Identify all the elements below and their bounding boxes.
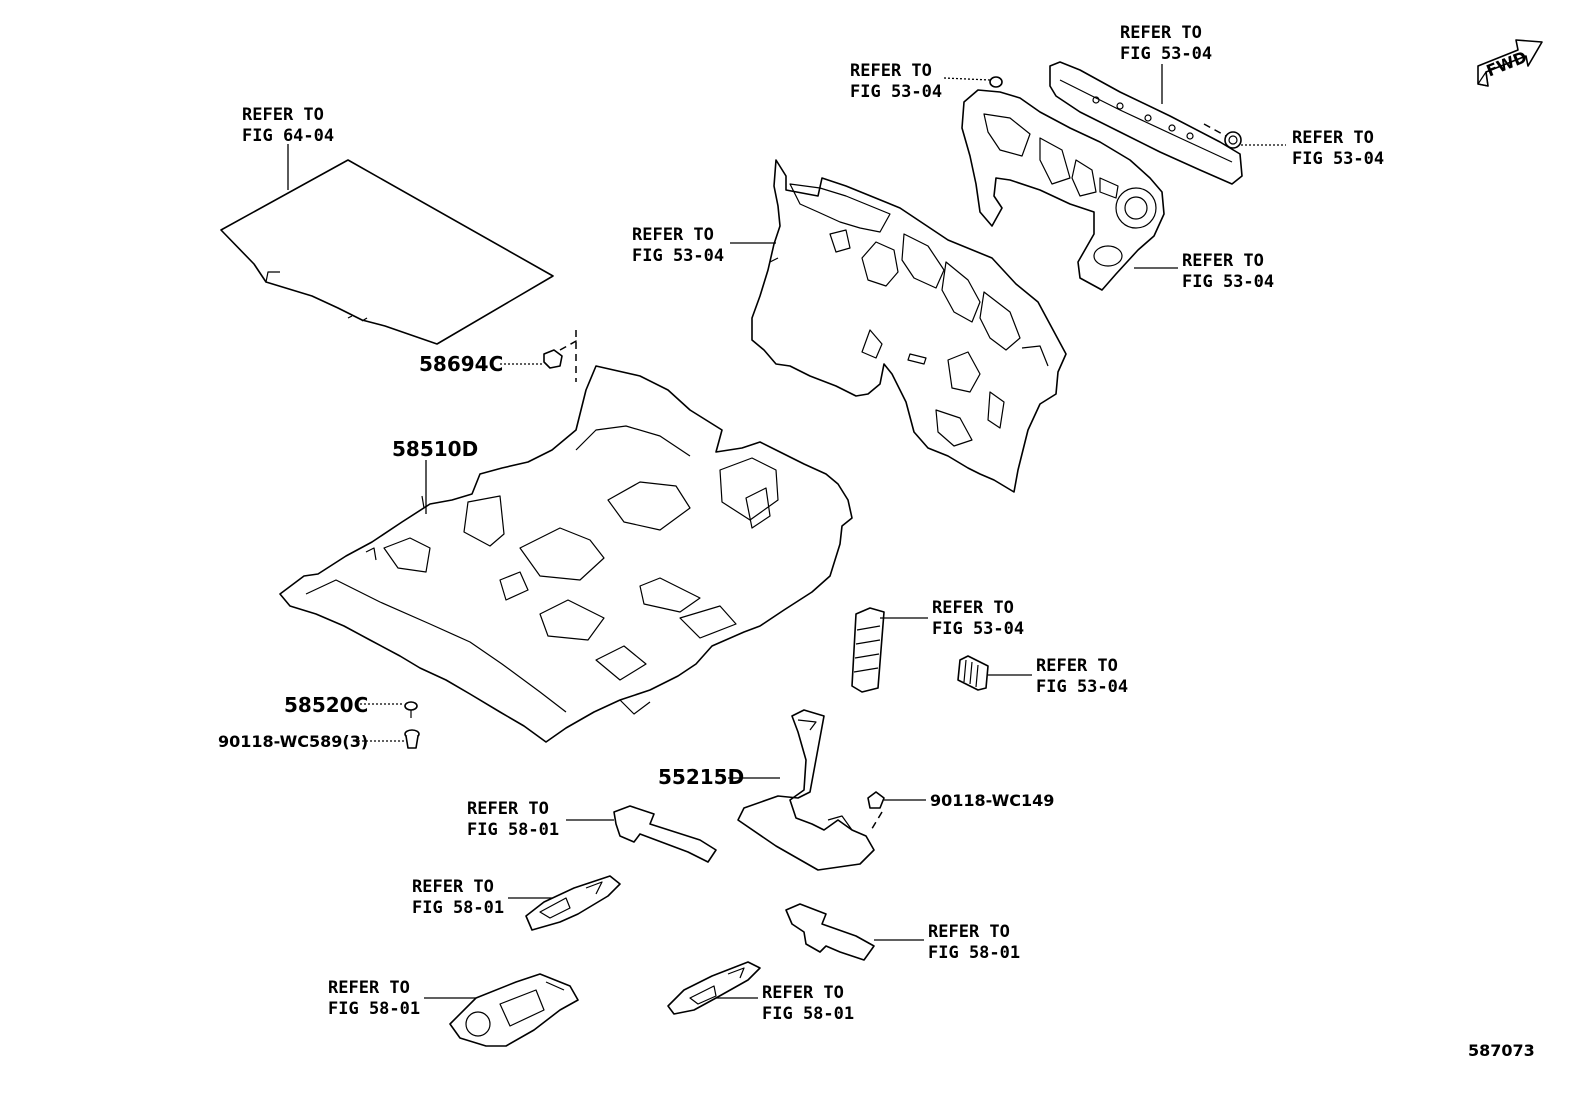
callout-fig-53-04-top-left: REFER TO FIG 53-04 <box>850 61 942 102</box>
svg-text:FIG 53-04: FIG 53-04 <box>1182 272 1274 292</box>
clip-90118-wc149-icon[interactable] <box>867 791 885 809</box>
tall-pad-part[interactable] <box>851 607 885 693</box>
fwd-label: FWD <box>1484 47 1530 80</box>
floor-pad-55215d-part[interactable] <box>737 709 875 871</box>
svg-text:FIG 58-01: FIG 58-01 <box>328 999 420 1019</box>
callout-fig-58-01-e: REFER TO FIG 58-01 <box>762 983 854 1024</box>
svg-text:REFER TO: REFER TO <box>850 61 932 81</box>
diagram-id: 587073 <box>1468 1041 1535 1060</box>
svg-text:FIG 58-01: FIG 58-01 <box>412 898 504 918</box>
floor-carpet-part[interactable] <box>279 365 853 743</box>
svg-text:FIG 53-04: FIG 53-04 <box>1292 149 1384 169</box>
callout-fig-53-04-top-right: REFER TO FIG 53-04 <box>1292 128 1384 169</box>
svg-text:REFER TO: REFER TO <box>928 922 1010 942</box>
insulator-piece-4-part[interactable] <box>449 973 579 1047</box>
clip-90118-wc589-icon[interactable] <box>404 729 420 749</box>
svg-text:FIG 53-04: FIG 53-04 <box>1036 677 1128 697</box>
cowl-strip-part[interactable] <box>1049 61 1243 185</box>
callout-fig-64-04: REFER TO FIG 64-04 <box>242 105 334 146</box>
part-58694c-label: 58694C <box>419 352 503 376</box>
callout-fig-58-01-d: REFER TO FIG 58-01 <box>328 978 420 1019</box>
callout-fig-53-04-dash: REFER TO FIG 53-04 <box>632 225 724 266</box>
part-58510d-label: 58510D <box>392 437 478 461</box>
part-90118-wc589-label: 90118-WC589(3) <box>218 732 368 751</box>
screw-58520c-icon[interactable] <box>404 701 418 718</box>
callout-fig-58-01-a: REFER TO FIG 58-01 <box>467 799 559 840</box>
svg-text:FIG 53-04: FIG 53-04 <box>632 246 724 266</box>
part-58520c-label: 58520C <box>284 693 368 717</box>
insulator-piece-5-part[interactable] <box>667 961 761 1015</box>
svg-text:REFER TO: REFER TO <box>412 877 494 897</box>
svg-text:FIG 58-01: FIG 58-01 <box>928 943 1020 963</box>
svg-text:REFER TO: REFER TO <box>328 978 410 998</box>
svg-text:REFER TO: REFER TO <box>1036 656 1118 676</box>
clip-58694c-icon[interactable] <box>543 349 563 369</box>
part-55215d-label: 55215D <box>658 765 744 789</box>
svg-text:REFER TO: REFER TO <box>932 598 1014 618</box>
svg-text:REFER TO: REFER TO <box>1120 23 1202 43</box>
callout-fig-53-04-tall-pad: REFER TO FIG 53-04 <box>932 598 1024 639</box>
svg-text:REFER TO: REFER TO <box>1292 128 1374 148</box>
svg-text:REFER TO: REFER TO <box>242 105 324 125</box>
insulator-piece-1-part[interactable] <box>613 805 717 863</box>
callout-fig-53-04-right: REFER TO FIG 53-04 <box>1182 251 1274 292</box>
svg-text:FIG 53-04: FIG 53-04 <box>1120 44 1212 64</box>
dash-panel-upper-part[interactable] <box>961 89 1165 291</box>
svg-text:REFER TO: REFER TO <box>632 225 714 245</box>
svg-text:REFER TO: REFER TO <box>1182 251 1264 271</box>
svg-text:FIG 53-04: FIG 53-04 <box>850 82 942 102</box>
svg-text:FIG 58-01: FIG 58-01 <box>762 1004 854 1024</box>
svg-text:FIG 64-04: FIG 64-04 <box>242 126 334 146</box>
svg-text:REFER TO: REFER TO <box>762 983 844 1003</box>
part-90118-wc149-label: 90118-WC149 <box>930 791 1054 810</box>
svg-text:REFER TO: REFER TO <box>467 799 549 819</box>
rear-mat-part[interactable] <box>220 159 554 345</box>
callout-fig-53-04-top-mid: REFER TO FIG 53-04 <box>1120 23 1212 64</box>
grommet-icon <box>1224 131 1242 149</box>
insulator-piece-3-part[interactable] <box>785 903 875 961</box>
fwd-arrow-icon: FWD <box>1477 39 1543 87</box>
svg-text:FIG 58-01: FIG 58-01 <box>467 820 559 840</box>
callout-fig-53-04-small-pad: REFER TO FIG 53-04 <box>1036 656 1128 697</box>
dash-insulator-part[interactable] <box>751 159 1067 493</box>
insulator-piece-2-part[interactable] <box>525 875 621 931</box>
small-pad-part[interactable] <box>957 655 989 691</box>
callout-fig-58-01-b: REFER TO FIG 58-01 <box>412 877 504 918</box>
clip-icon <box>989 76 1003 88</box>
svg-text:FIG 53-04: FIG 53-04 <box>932 619 1024 639</box>
callout-fig-58-01-c: REFER TO FIG 58-01 <box>928 922 1020 963</box>
